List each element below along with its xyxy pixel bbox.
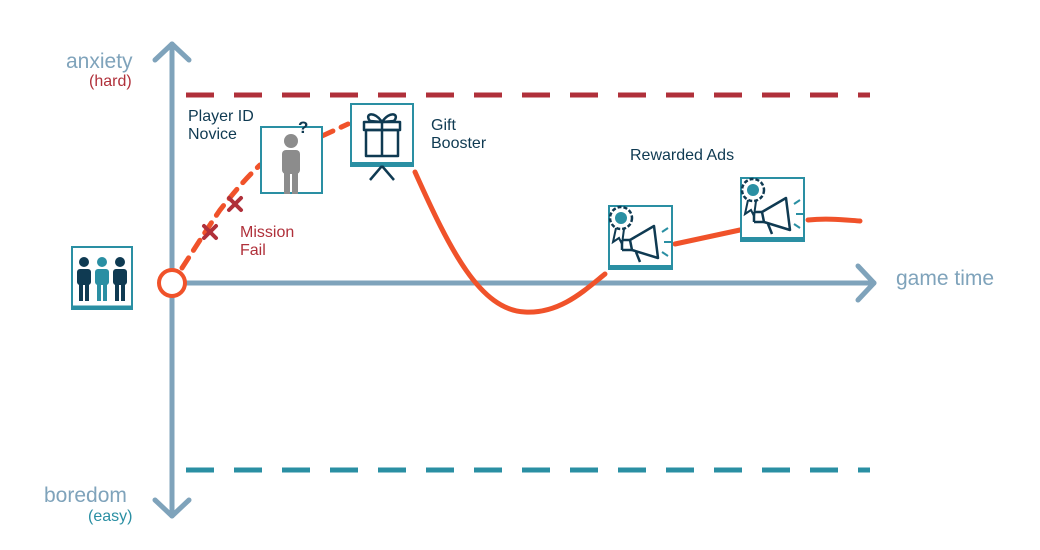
fail-mark-icon [202, 224, 218, 240]
question-mark: ? [298, 118, 308, 137]
players-group-icon [71, 246, 133, 310]
start-point [157, 268, 187, 298]
rewarded-ad-icon [608, 205, 673, 270]
y-axis-bottom-label: boredom [44, 484, 127, 507]
fail-mark-icon [227, 196, 243, 212]
player-id-label: Player ID Novice [188, 108, 254, 144]
x-axis-label: game time [896, 267, 995, 290]
gift-icon [350, 103, 414, 181]
y-axis-top-sublabel: (hard) [89, 73, 132, 90]
rewarded-ads-label: Rewarded Ads [630, 147, 735, 164]
mission-fail-label: Mission Fail [240, 224, 295, 260]
rewarded-ad-icon [740, 177, 805, 242]
gift-booster-label: Gift Booster [431, 117, 487, 153]
difficulty-curve [179, 121, 863, 315]
y-axis-top-label: anxiety [66, 50, 133, 73]
x-axis [183, 263, 877, 303]
y-axis-bottom-sublabel: (easy) [88, 508, 133, 525]
person-unknown-icon: ? [260, 118, 323, 194]
